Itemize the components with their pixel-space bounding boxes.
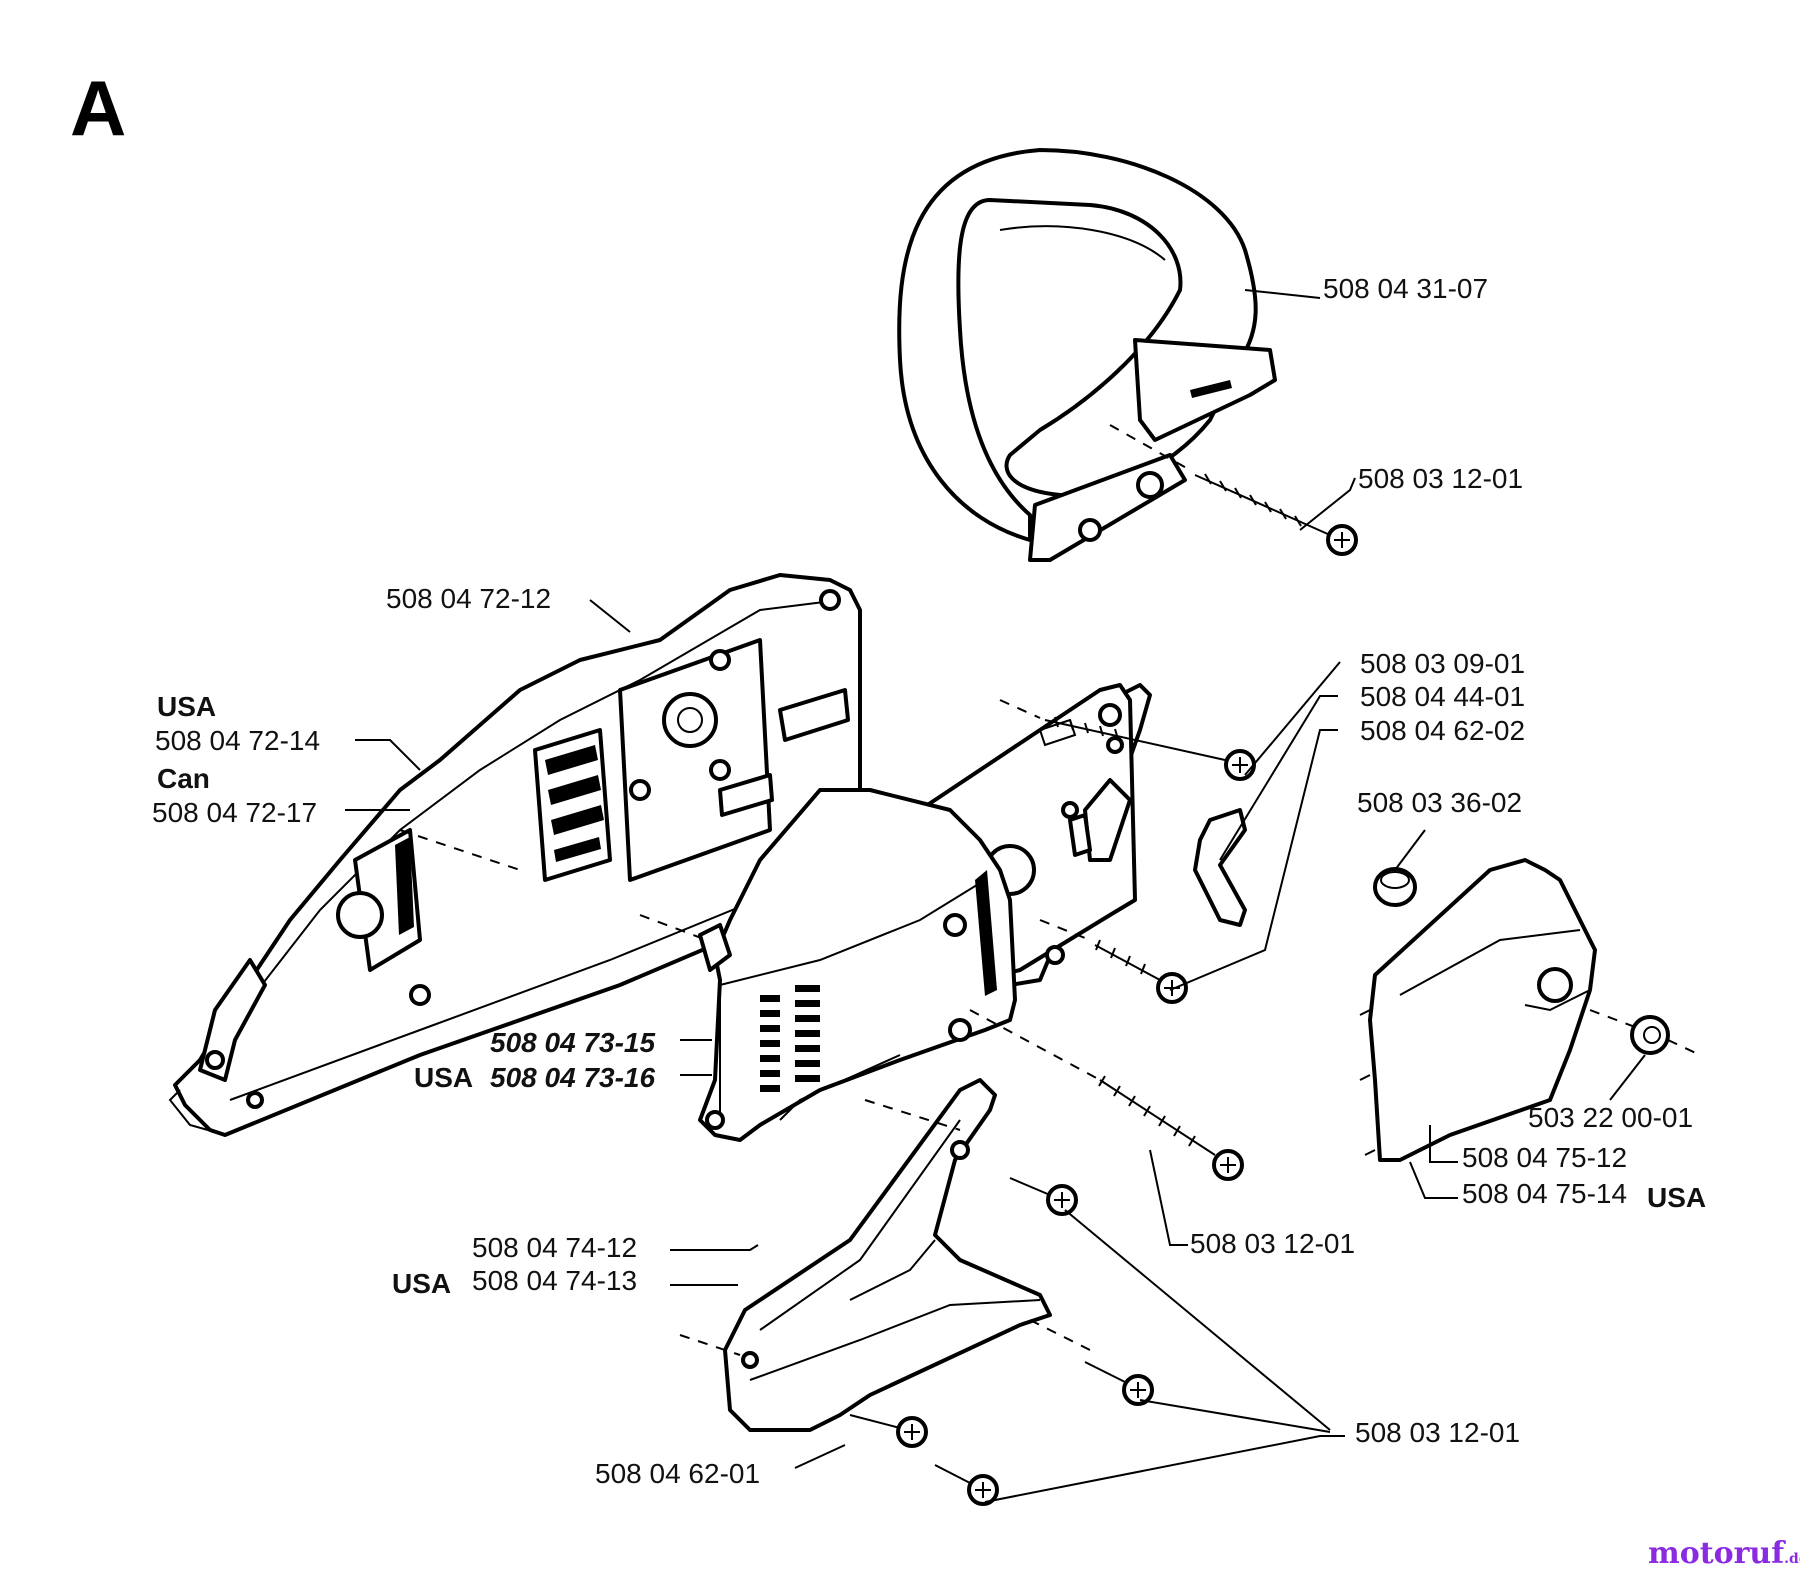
watermark-logo: motoruf.de: [1648, 1536, 1800, 1571]
label-screw-a: 508 03 09-01: [1360, 648, 1525, 679]
label-housing-usa-tag: USA: [157, 691, 216, 722]
label-guard-screw-small: 508 04 62-01: [595, 1458, 760, 1489]
chain-housing: [168, 573, 862, 1137]
spring-clip: [1193, 808, 1247, 927]
label-screw-b: 508 04 62-02: [1360, 715, 1525, 746]
label-side-cover-std: 508 04 75-12: [1462, 1142, 1627, 1173]
screw-b: [1039, 919, 1188, 1004]
long-screw: [969, 1009, 1244, 1181]
chain-guard: [723, 1078, 1052, 1432]
label-housing-usa: 508 04 72-14: [155, 725, 320, 756]
watermark-suffix: .de: [1784, 1551, 1800, 1567]
label-housing-std: 508 04 72-12: [386, 583, 551, 614]
front-handle: [897, 148, 1277, 562]
label-housing-can: 508 04 72-17: [152, 797, 317, 828]
assembly-line: [1029, 1319, 1091, 1351]
label-handle: 508 04 31-07: [1323, 273, 1488, 304]
section-letter: A: [70, 64, 126, 152]
motor-cover: [698, 788, 1017, 1142]
label-cover-std: 508 04 73-15: [490, 1027, 655, 1058]
guard-screw-2: [1084, 1361, 1154, 1406]
label-nut: 503 22 00-01: [1528, 1102, 1693, 1133]
label-side-cover-usa-tag: USA: [1647, 1182, 1706, 1213]
label-guard-usa: 508 04 74-13: [472, 1265, 637, 1296]
watermark-text: motoruf: [1648, 1536, 1786, 1571]
label-side-cover-usa: 508 04 75-14: [1462, 1178, 1627, 1209]
guard-screw-1: [1009, 1177, 1078, 1216]
label-guard-usa-tag: USA: [392, 1268, 451, 1299]
label-housing-can-tag: Can: [157, 763, 210, 794]
guard-screw-3: [849, 1414, 928, 1448]
label-cover-usa-tag: USA: [414, 1062, 473, 1093]
label-guard-screws: 508 03 12-01: [1355, 1417, 1520, 1448]
label-guard-std: 508 04 74-12: [472, 1232, 637, 1263]
nut: [1589, 1009, 1701, 1056]
label-cover-usa: 508 04 73-16: [490, 1062, 655, 1093]
guard-screw-4: [934, 1464, 999, 1506]
assembly-line: [399, 829, 521, 871]
nut-cap: [1373, 867, 1417, 907]
label-nut-cap: 508 03 36-02: [1357, 787, 1522, 818]
label-handle-screw: 508 03 12-01: [1358, 463, 1523, 494]
assembly-line: [639, 914, 721, 946]
label-spring: 508 04 44-01: [1360, 681, 1525, 712]
label-long-screw: 508 03 12-01: [1190, 1228, 1355, 1259]
leader-lines: [345, 289, 1646, 1503]
assembly-line: [864, 1099, 961, 1131]
side-cover: [1359, 858, 1597, 1162]
